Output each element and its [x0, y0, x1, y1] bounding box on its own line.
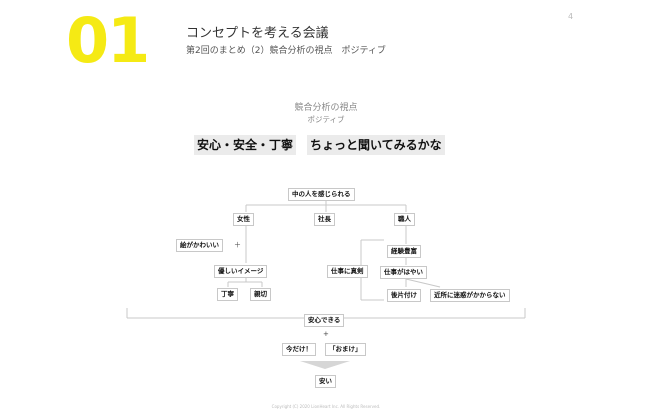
- node-cleanup: 後片付け: [387, 289, 421, 302]
- node-serious: 仕事に真剣: [327, 265, 368, 278]
- node-root: 中の人を感じられる: [288, 188, 355, 201]
- node-cute-picture: 絵がかわいい: [176, 239, 223, 252]
- copyright: Copyright (C) 2020 LionHeart Inc. All Ri…: [271, 404, 381, 409]
- page-subtitle: 第2回のまとめ（2）競合分析の視点 ポジティブ: [186, 46, 386, 56]
- node-only-now: 今だけ！: [282, 343, 316, 356]
- slide-number: 01: [66, 4, 150, 77]
- node-cheap: 安い: [315, 375, 336, 388]
- node-relief: 安心できる: [304, 314, 345, 327]
- node-no-trouble: 近所に迷惑がかからない: [430, 289, 510, 302]
- section-subtitle: ポジティブ: [307, 115, 345, 124]
- plus-sign-2: +: [323, 330, 329, 338]
- node-women: 女性: [233, 213, 254, 226]
- headline-right: ちょっと聞いてみるかな: [307, 135, 445, 155]
- node-kind: 親切: [250, 288, 271, 301]
- node-experience: 経験豊富: [387, 245, 421, 258]
- node-gentle-image: 優しいイメージ: [214, 265, 268, 278]
- node-bonus: 「おまけ」: [325, 343, 366, 356]
- section-title: 競合分析の視点: [294, 103, 358, 113]
- node-president: 社長: [314, 213, 335, 226]
- headline-left: 安心・安全・丁寧: [194, 135, 297, 155]
- node-fast: 仕事がはやい: [380, 266, 427, 279]
- page-title: コンセプトを考える会議: [186, 26, 329, 41]
- node-craftsman: 職人: [394, 213, 415, 226]
- node-polite: 丁寧: [217, 288, 238, 301]
- page-number: 4: [568, 12, 574, 21]
- plus-sign: ＋: [234, 241, 241, 249]
